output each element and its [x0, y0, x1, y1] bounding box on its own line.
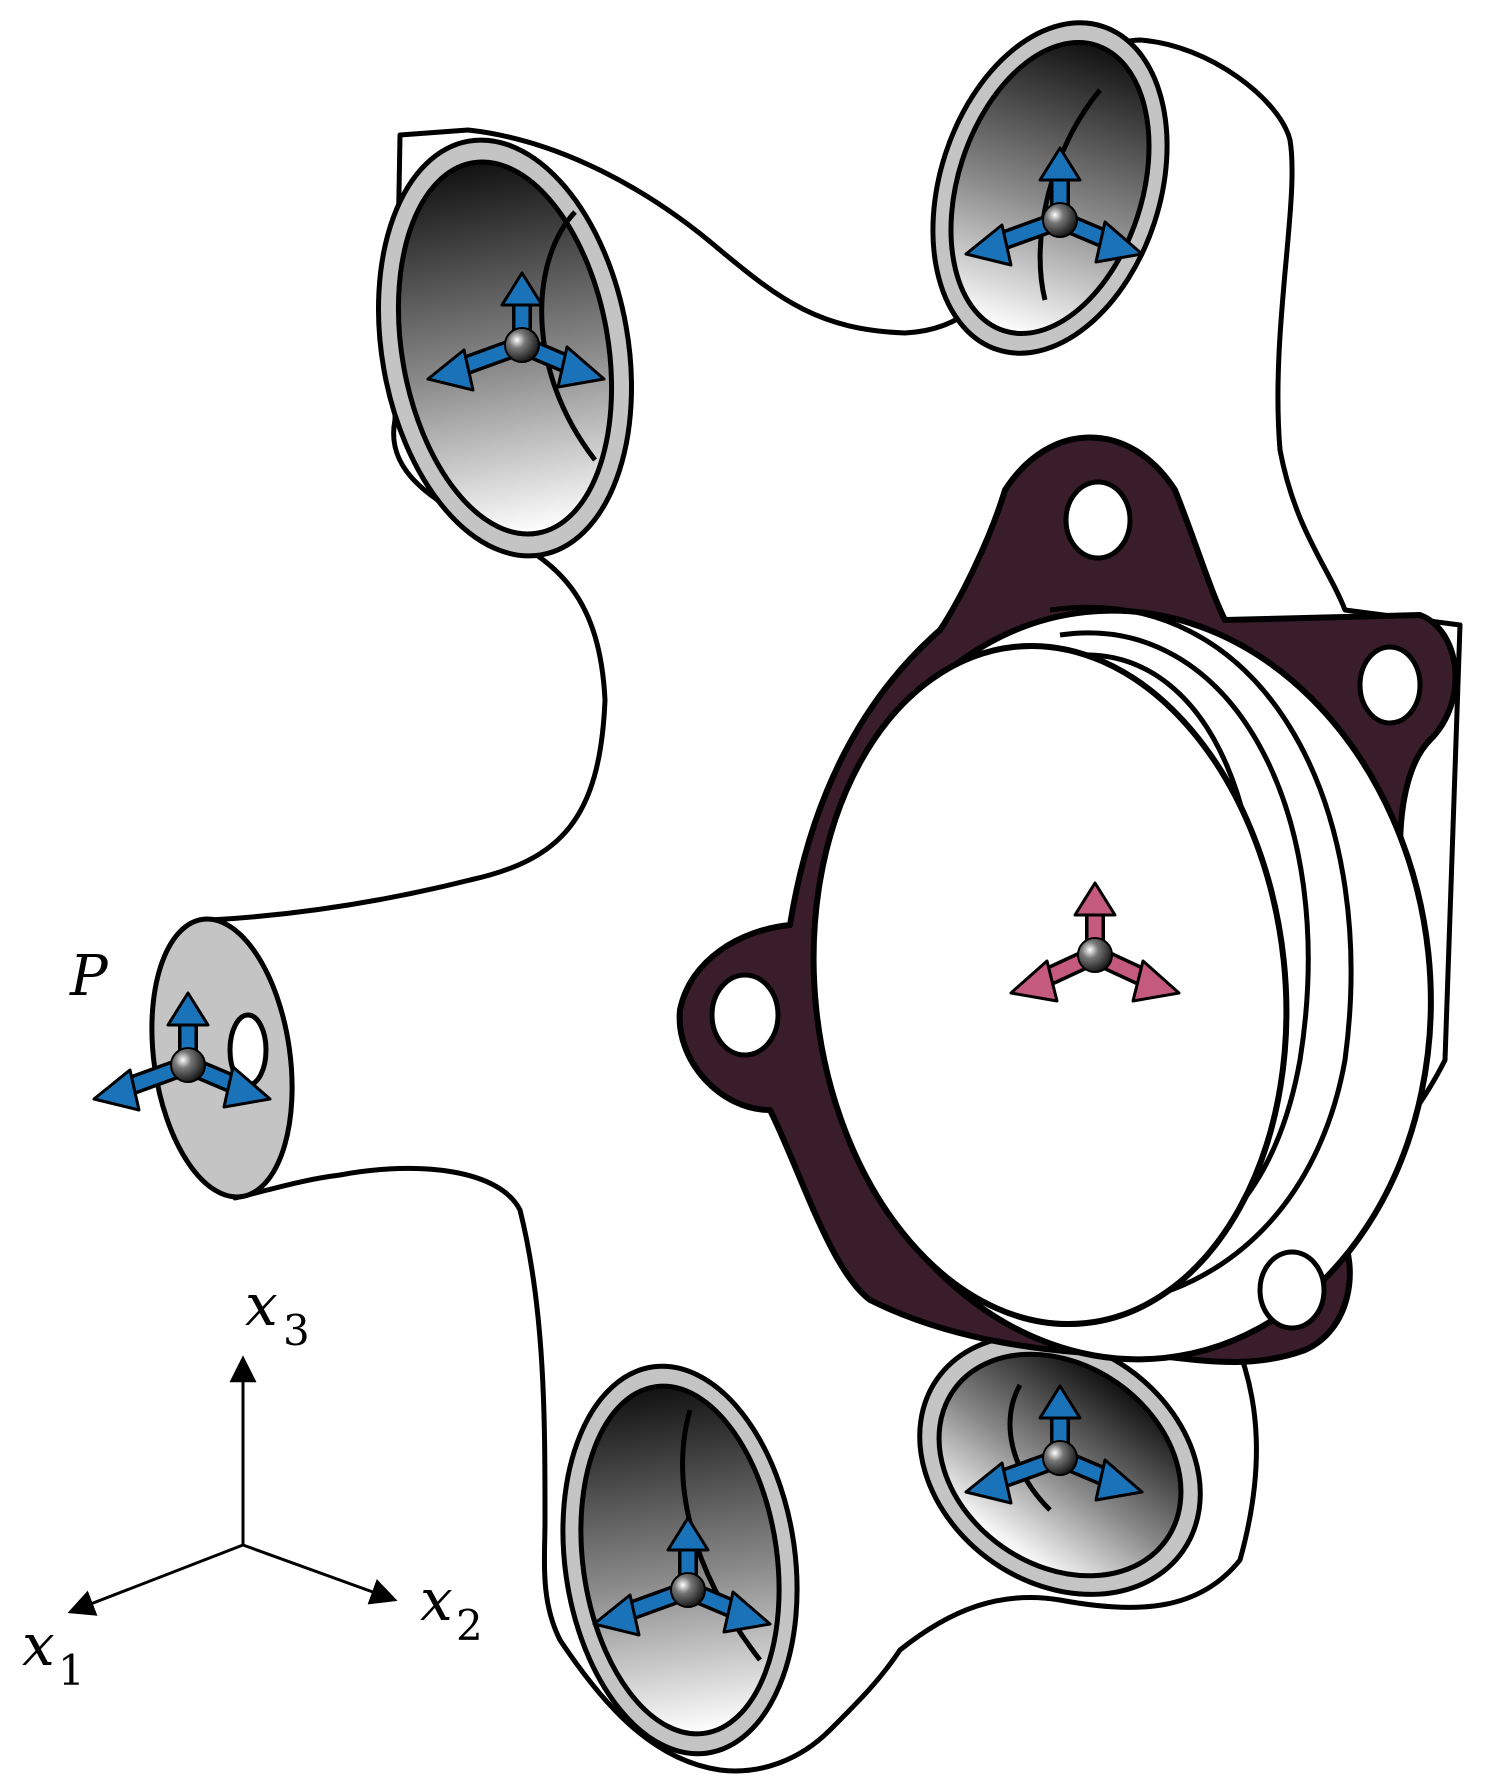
flange-hole	[709, 972, 781, 1058]
boss-top-left	[375, 137, 635, 559]
axis-x1-sub: 1	[58, 1646, 85, 1695]
flange-hole	[1257, 1249, 1327, 1331]
axis-x2-label: x	[420, 1566, 453, 1634]
center-flange	[676, 434, 1459, 1365]
point-p-label: P	[69, 944, 109, 1009]
boss-bottom-left	[560, 1363, 800, 1757]
axis-x3-sub: 3	[283, 1306, 310, 1355]
boss-left-point-p	[94, 916, 295, 1200]
boss-top-right	[930, 20, 1170, 356]
coordinate-axes: x 3 x 1 x 2	[22, 1271, 483, 1695]
flange-hole	[1063, 479, 1133, 561]
axis-x3-label: x	[245, 1271, 278, 1339]
boss-bottom-right	[917, 1333, 1203, 1597]
axis-x2-sub: 2	[456, 1601, 483, 1650]
axis-x1-label: x	[22, 1611, 55, 1679]
flange-hole	[1357, 644, 1423, 726]
